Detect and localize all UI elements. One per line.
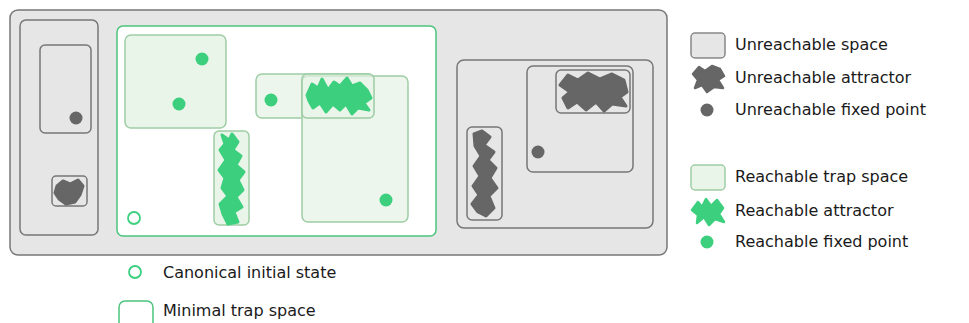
reachable-fixed-point (173, 98, 186, 111)
swatch-hollow-circle (129, 266, 141, 278)
unreachable-space (10, 10, 667, 255)
reachable-trap-space (302, 74, 374, 118)
swatch-outline-box (119, 301, 153, 323)
canonical-initial-state (128, 212, 140, 224)
minimal-trap-space (117, 26, 436, 236)
unreachable-space (40, 45, 91, 133)
legend-label: Reachable attractor (735, 201, 894, 221)
swatch-blob (692, 199, 724, 225)
swatch-dot (701, 104, 714, 117)
legend-swatch (690, 196, 726, 226)
legend-swatch (690, 32, 726, 59)
swatch-dot (701, 236, 714, 249)
reachable-fixed-point (196, 53, 209, 66)
legend-label: Reachable trap space (735, 167, 908, 187)
legend-label: Unreachable fixed point (735, 100, 926, 120)
unreachable-space (556, 70, 630, 113)
legend-label: Unreachable space (735, 35, 888, 55)
legend-swatch (700, 103, 714, 117)
unreachable-space (457, 60, 653, 228)
swatch-box (691, 165, 725, 190)
reachable-fixed-point (265, 94, 278, 107)
unreachable-attractor (560, 73, 627, 111)
reachable-fixed-point (380, 194, 393, 207)
unreachable-space (527, 66, 633, 172)
legend-swatch (118, 300, 154, 323)
unreachable-attractor (472, 131, 497, 216)
unreachable-fixed-point (532, 146, 545, 159)
unreachable-space (20, 20, 98, 235)
reachable-trap-space (214, 131, 249, 225)
legend-swatch (690, 164, 726, 191)
legend-swatch (128, 265, 142, 279)
reachable-trap-space (125, 35, 226, 128)
unreachable-space (467, 127, 502, 220)
swatch-box (691, 33, 725, 58)
legend-label: Minimal trap space (163, 301, 316, 321)
reachable-attractor (219, 134, 244, 224)
reachable-attractor (307, 78, 371, 114)
unreachable-attractor (55, 180, 83, 204)
legend-swatch (690, 63, 726, 93)
unreachable-fixed-point (70, 112, 83, 125)
legend-label: Canonical initial state (163, 263, 336, 283)
legend-label: Unreachable attractor (735, 68, 911, 88)
reachable-trap-space (302, 76, 408, 222)
legend-swatch (700, 235, 714, 249)
swatch-blob (693, 66, 724, 92)
unreachable-space (52, 176, 87, 206)
reachable-trap-space (256, 74, 374, 118)
legend-label: Reachable fixed point (735, 232, 908, 252)
